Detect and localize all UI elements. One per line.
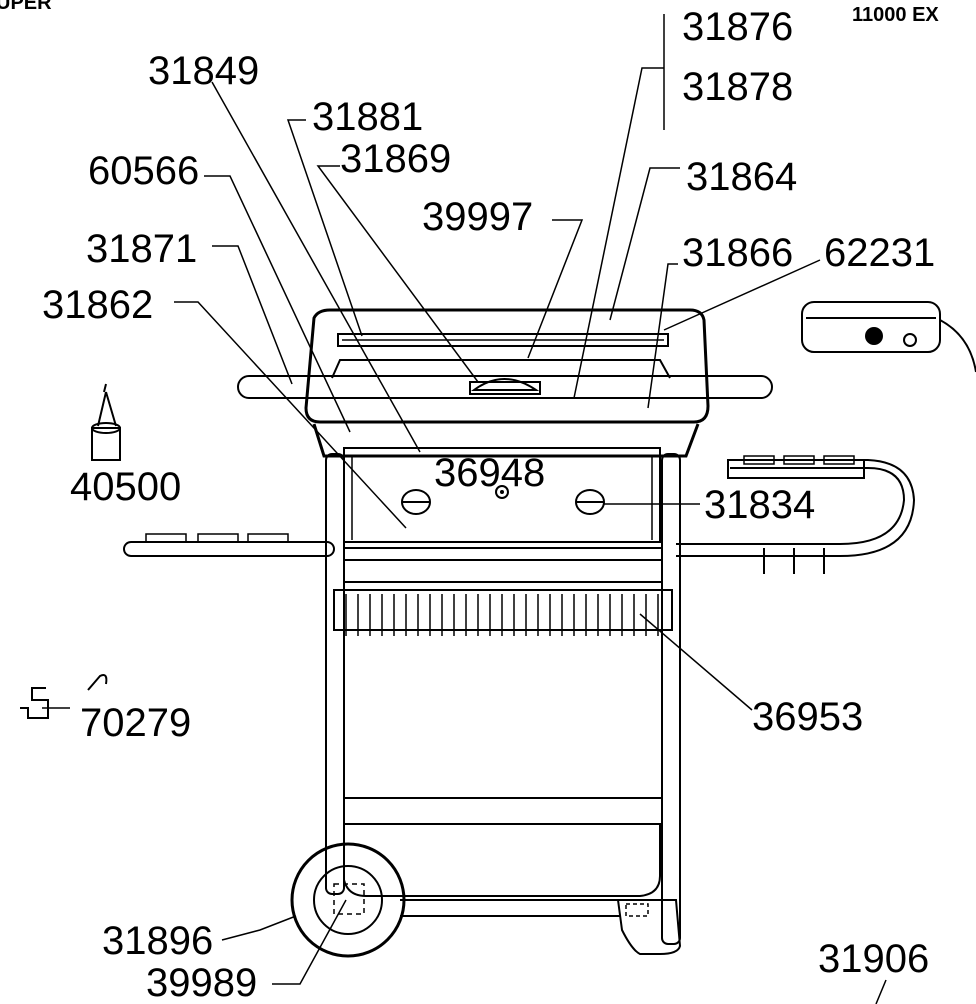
part-label-31871: 31871 (86, 227, 197, 271)
left-shelf-slat-2 (197, 533, 239, 543)
leader-36953 (639, 613, 753, 711)
wheel-axle-cap (333, 883, 365, 915)
header-left-text: UPER (0, 0, 52, 14)
part-label-39997: 39997 (422, 195, 533, 239)
part-label-31906: 31906 (818, 937, 929, 981)
fuel-cup-wick (97, 383, 117, 427)
leader-31849 (211, 81, 421, 453)
part-label-31849: 31849 (148, 49, 259, 93)
bottom-frame (343, 824, 661, 897)
foot-bracket (616, 899, 682, 955)
right-side-shelf-edge (676, 459, 916, 557)
part-label-31862: 31862 (42, 283, 153, 327)
right-side-shelf (676, 467, 906, 545)
side-grate-2 (783, 455, 815, 465)
lid-window-frame (331, 359, 671, 379)
leader-39989 (272, 899, 347, 985)
leader-31871 (212, 245, 293, 385)
part-label-36948: 36948 (434, 451, 545, 495)
motor-socket-icon (903, 333, 917, 347)
part-label-31896: 31896 (102, 919, 213, 963)
wheel (290, 842, 406, 958)
motor-switch-icon (865, 327, 883, 345)
part-label-31869: 31869 (340, 137, 451, 181)
part-label-62231: 62231 (824, 231, 935, 275)
left-side-shelf (123, 541, 335, 557)
motor-cord (939, 319, 976, 373)
part-label-31866: 31866 (682, 231, 793, 275)
part-label-60566: 60566 (88, 149, 199, 193)
leader-62231 (663, 259, 821, 331)
rotisserie-motor (801, 301, 941, 353)
warming-rack (337, 333, 669, 347)
leader-31862 (174, 301, 407, 529)
wheel-hub (313, 865, 383, 935)
right-leg (661, 453, 681, 945)
side-grate-1 (743, 455, 775, 465)
utensil-rack (333, 589, 673, 631)
left-shelf-slat-3 (247, 533, 289, 543)
part-label-31834: 31834 (704, 483, 815, 527)
part-label-31876: 31876 (682, 5, 793, 49)
part-label-40500: 40500 (70, 465, 181, 509)
part-label-70279: 70279 (80, 701, 191, 745)
leader-31881 (286, 119, 363, 337)
thermometer-base (469, 381, 541, 395)
side-grate-3 (823, 455, 855, 465)
igniter-button (495, 485, 509, 499)
part-label-39989: 39989 (146, 961, 257, 1004)
fuel-cup (91, 427, 121, 461)
clip-pin (87, 674, 108, 691)
bottom-shelf (343, 797, 663, 825)
left-shelf-slat-1 (145, 533, 187, 543)
leader-31906 (875, 979, 887, 1004)
part-labels: 31876 31878 31849 31881 31869 60566 3186… (42, 5, 935, 1004)
fuel-cup-rim (91, 422, 121, 434)
leader-31896 (221, 915, 297, 941)
thermometer (470, 378, 540, 391)
lid-handle-bar (237, 375, 773, 399)
grill-drawing (123, 308, 916, 958)
accessories (20, 301, 976, 719)
foot-bracket-hole (625, 903, 649, 917)
leader-31864 (609, 167, 680, 321)
utensil-rack-bars (345, 594, 659, 636)
header-right-text: 11000 EX (852, 4, 939, 26)
leader-60566 (204, 175, 351, 433)
leader-31866 (647, 263, 678, 409)
firebox-bowl (312, 423, 700, 458)
side-burner-tray (727, 459, 865, 479)
part-label-31864: 31864 (686, 155, 797, 199)
igniter-dot (500, 490, 504, 494)
leader-31878 (573, 67, 664, 399)
leader-39997 (527, 219, 584, 359)
part-label-31881: 31881 (312, 95, 423, 139)
part-label-31878: 31878 (682, 65, 793, 109)
grill-lid (304, 308, 710, 424)
part-label-36953: 36953 (752, 695, 863, 739)
clip-bracket (20, 687, 49, 719)
left-leg (325, 453, 345, 895)
